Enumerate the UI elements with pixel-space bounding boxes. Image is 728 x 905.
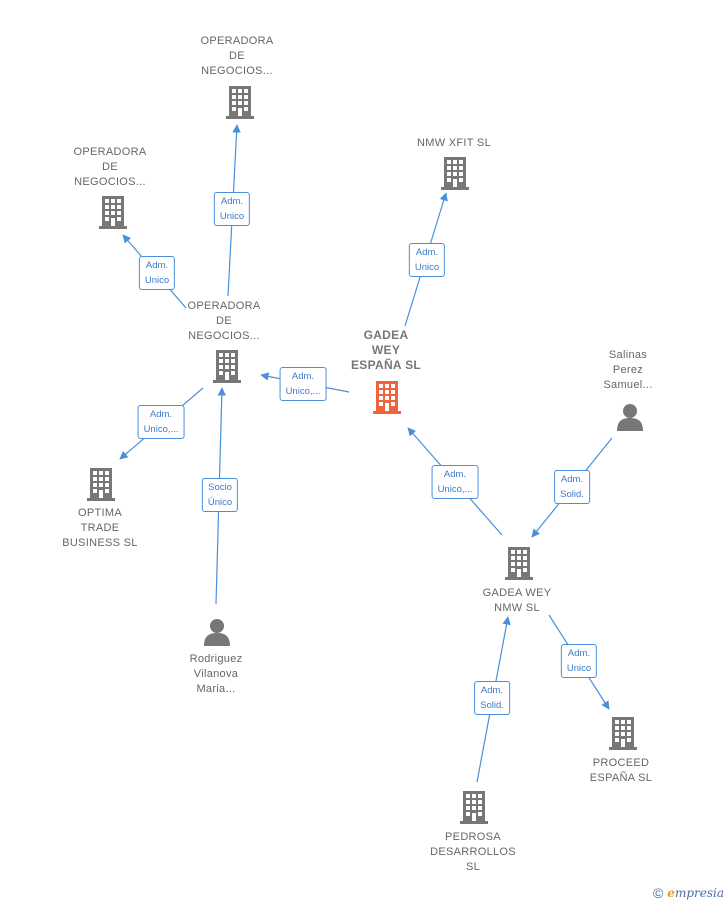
building-icon[interactable] xyxy=(373,381,401,414)
relation-box[interactable]: Adm. Solid. xyxy=(554,470,590,504)
relation-box[interactable]: Adm. Unico,... xyxy=(431,465,479,499)
node-label-gadea-wey-espana[interactable]: GADEA WEY ESPAÑA SL xyxy=(350,328,422,372)
node-label-proceed[interactable]: PROCEED ESPAÑA SL xyxy=(589,757,653,784)
building-icon[interactable] xyxy=(609,717,637,750)
relation-box[interactable]: Adm. Unico,... xyxy=(279,367,327,401)
person-icon[interactable] xyxy=(204,619,230,646)
node-label-operadora-top[interactable]: OPERADORA DE NEGOCIOS... xyxy=(200,35,274,77)
copyright-icon: © xyxy=(652,885,664,901)
building-icon[interactable] xyxy=(441,157,469,190)
building-icon[interactable] xyxy=(460,791,488,824)
node-label-operadora-mid[interactable]: OPERADORA DE NEGOCIOS... xyxy=(187,300,261,342)
building-icon[interactable] xyxy=(505,547,533,580)
relation-box[interactable]: Socio Único xyxy=(201,478,239,512)
brand-logo[interactable]: empresia xyxy=(667,886,724,900)
node-label-rodriguez[interactable]: Rodriguez Vilanova Maria... xyxy=(189,653,243,695)
relation-box[interactable]: Adm. Unico xyxy=(213,192,251,226)
building-icon[interactable] xyxy=(213,350,241,383)
person-icon[interactable] xyxy=(617,404,643,431)
node-label-nmw-xfit[interactable]: NMW XFIT SL xyxy=(417,137,491,149)
building-icon[interactable] xyxy=(99,196,127,229)
node-label-salinas[interactable]: Salinas Perez Samuel... xyxy=(603,349,653,391)
node-label-gadea-wey-nmw[interactable]: GADEA WEY NMW SL xyxy=(482,587,552,614)
relation-box[interactable]: Adm. Unico xyxy=(408,243,446,277)
footer-brand: © empresia xyxy=(653,885,724,901)
node-label-pedrosa[interactable]: PEDROSA DESARROLLOS SL xyxy=(430,831,516,873)
building-icon[interactable] xyxy=(87,468,115,501)
node-label-optima[interactable]: OPTIMA TRADE BUSINESS SL xyxy=(62,507,138,549)
relation-box[interactable]: Adm. Unico xyxy=(138,256,176,290)
node-label-operadora-left[interactable]: OPERADORA DE NEGOCIOS... xyxy=(73,146,147,188)
relation-box[interactable]: Adm. Unico,... xyxy=(137,405,185,439)
relation-box[interactable]: Adm. Solid. xyxy=(474,681,510,715)
building-icon[interactable] xyxy=(226,86,254,119)
relation-box[interactable]: Adm. Unico xyxy=(560,644,598,678)
